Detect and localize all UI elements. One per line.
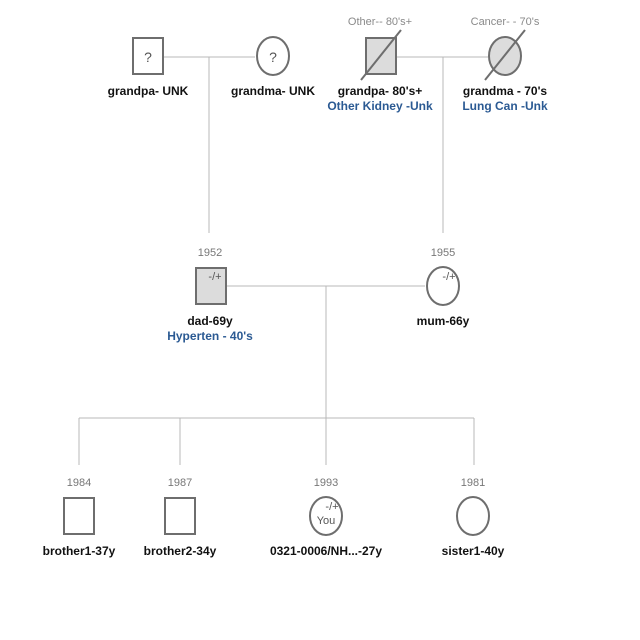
person-paternal-grandpa[interactable]: ? grandpa- UNK [108, 37, 189, 98]
birth-year: 1987 [168, 477, 192, 489]
person-name: brother1-37y [43, 544, 116, 558]
female-circle-symbol [456, 496, 490, 536]
birth-year: 1952 [198, 247, 222, 259]
birth-year: 1955 [431, 247, 455, 259]
condition-label: Hyperten - 40's [167, 329, 253, 343]
birth-year: 1981 [461, 477, 485, 489]
person-name: grandpa- UNK [108, 84, 189, 98]
person-name: sister1-40y [442, 544, 505, 558]
female-circle-symbol [309, 496, 343, 536]
cause-of-death-label: Other-- 80's+ [348, 16, 412, 28]
proband-you-label: You [317, 515, 336, 527]
deceased-slash [360, 29, 402, 81]
person-brother1[interactable]: 1984 brother1-37y [43, 477, 116, 558]
person-name: grandma - 70's [463, 84, 548, 98]
person-paternal-grandma[interactable]: ? grandma- UNK [231, 36, 315, 98]
male-square-symbol [132, 37, 164, 75]
person-maternal-grandma[interactable]: Cancer- - 70's grandma - 70's Lung Can -… [462, 16, 548, 113]
person-name: 0321-0006/NH...-27y [270, 544, 382, 558]
person-brother2[interactable]: 1987 brother2-34y [144, 477, 217, 558]
person-mum[interactable]: 1955 -/+ mum-66y [417, 247, 470, 328]
person-sister1[interactable]: 1981 sister1-40y [442, 477, 505, 558]
person-name: mum-66y [417, 314, 470, 328]
genotype-label: -/+ [208, 271, 221, 283]
genotype-label: -/+ [442, 271, 455, 283]
relationship-lines [78, 56, 488, 465]
person-name: brother2-34y [144, 544, 217, 558]
cause-of-death-label: Cancer- - 70's [471, 16, 540, 28]
female-circle-symbol [426, 266, 460, 306]
birth-year: 1984 [67, 477, 91, 489]
person-dad[interactable]: 1952 -/+ dad-69y Hyperten - 40's [167, 247, 253, 343]
birth-year: 1993 [314, 477, 338, 489]
deceased-slash [484, 29, 526, 81]
female-circle-symbol [256, 36, 290, 76]
person-maternal-grandpa[interactable]: Other-- 80's+ grandpa- 80's+ Other Kidne… [327, 16, 433, 113]
unknown-mark: ? [269, 49, 277, 65]
genotype-label: -/+ [325, 501, 338, 513]
condition-label: Lung Can -Unk [462, 99, 548, 113]
male-square-symbol [63, 497, 95, 535]
person-proband[interactable]: 1993 -/+ You 0321-0006/NH...-27y [270, 477, 382, 558]
male-square-symbol [164, 497, 196, 535]
person-name: dad-69y [187, 314, 233, 328]
condition-label: Other Kidney -Unk [327, 99, 433, 113]
unknown-mark: ? [144, 49, 152, 65]
male-square-symbol [195, 267, 227, 305]
person-name: grandma- UNK [231, 84, 315, 98]
person-name: grandpa- 80's+ [338, 84, 423, 98]
